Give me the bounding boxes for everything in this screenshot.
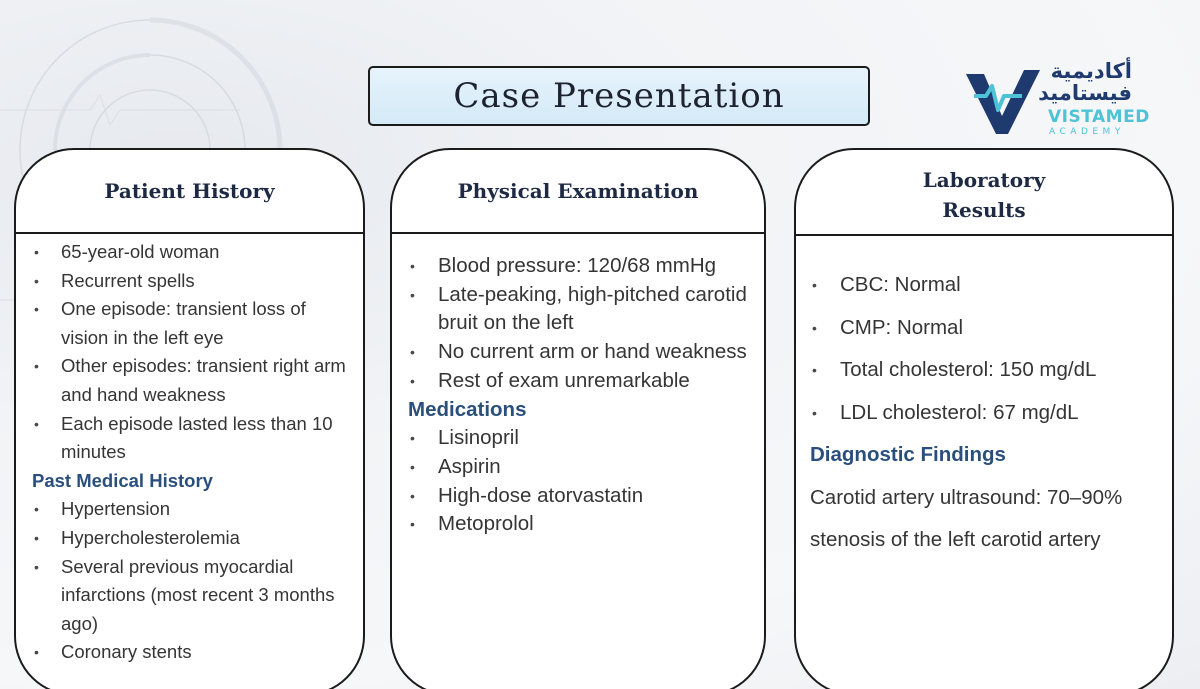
physical-exam-list: Blood pressure: 120/68 mmHg Late-peaking… <box>408 252 754 396</box>
patient-history-body: 65-year-old woman Recurrent spells One e… <box>16 238 363 667</box>
lab-results-body: CBC: Normal CMP: Normal Total cholestero… <box>796 264 1172 562</box>
physical-exam-card: Physical Examination Blood pressure: 120… <box>390 148 766 689</box>
lab-results-heading: Laboratory Results <box>796 150 1172 236</box>
logo-arabic-text: أكاديمية فيستاميد <box>1038 59 1132 105</box>
lab-results-heading-line-2: Results <box>942 198 1026 222</box>
vistamed-logo: أكاديمية فيستاميد VISTAMED ACADEMY <box>962 60 1162 142</box>
list-item: Blood pressure: 120/68 mmHg <box>408 252 754 281</box>
logo-name: VISTAMED <box>1048 107 1150 127</box>
past-medical-history-heading: Past Medical History <box>32 469 213 491</box>
list-item: One episode: transient loss of vision in… <box>32 295 353 352</box>
list-item: Several previous myocardial infarctions … <box>32 553 353 639</box>
patient-history-heading: Patient History <box>16 150 363 234</box>
medications-heading: Medications <box>408 397 527 421</box>
list-item: Hypertension <box>32 495 353 524</box>
physical-exam-body: Blood pressure: 120/68 mmHg Late-peaking… <box>392 252 764 539</box>
diagnostic-findings-line-1: Carotid artery ultrasound: 70–90% <box>810 485 1123 509</box>
list-item: Each episode lasted less than 10 minutes <box>32 410 353 467</box>
list-item: Coronary stents <box>32 638 353 667</box>
patient-history-card: Patient History 65-year-old woman Recurr… <box>14 148 365 689</box>
medications-list: Lisinopril Aspirin High-dose atorvastati… <box>408 424 754 539</box>
list-item: LDL cholesterol: 67 mg/dL <box>810 392 1162 435</box>
lab-results-card: Laboratory Results CBC: Normal CMP: Norm… <box>794 148 1174 689</box>
page-title: Case Presentation <box>453 76 785 116</box>
title-banner: Case Presentation <box>368 66 870 126</box>
logo-arabic-line-1: أكاديمية <box>1050 59 1132 83</box>
list-item: Other episodes: transient right arm and … <box>32 352 353 409</box>
list-item: CMP: Normal <box>810 307 1162 350</box>
diagnostic-findings-heading: Diagnostic Findings <box>810 443 1006 466</box>
physical-exam-heading: Physical Examination <box>392 150 764 234</box>
logo-subtitle: ACADEMY <box>1049 127 1125 137</box>
list-item: Rest of exam unremarkable <box>408 367 754 396</box>
lab-results-list: CBC: Normal CMP: Normal Total cholestero… <box>810 264 1162 434</box>
list-item: Aspirin <box>408 453 754 482</box>
list-item: 65-year-old woman <box>32 238 353 267</box>
diagnostic-findings-line-2: stenosis of the left carotid artery <box>810 528 1101 551</box>
list-item: Lisinopril <box>408 424 754 453</box>
list-item: Late-peaking, high-pitched carotid bruit… <box>408 281 754 338</box>
list-item: Recurrent spells <box>32 267 353 296</box>
list-item: High-dose atorvastatin <box>408 482 754 511</box>
patient-history-list: 65-year-old woman Recurrent spells One e… <box>32 238 353 467</box>
list-item: Hypercholesterolemia <box>32 524 353 553</box>
vistamed-v-logo-icon <box>966 70 1040 134</box>
logo-arabic-line-2: فيستاميد <box>1038 81 1132 105</box>
list-item: Metoprolol <box>408 510 754 539</box>
list-item: CBC: Normal <box>810 264 1162 307</box>
list-item: Total cholesterol: 150 mg/dL <box>810 349 1162 392</box>
lab-results-heading-line-1: Laboratory <box>922 168 1046 192</box>
past-medical-history-list: Hypertension Hypercholesterolemia Severa… <box>32 495 353 667</box>
list-item: No current arm or hand weakness <box>408 338 754 367</box>
